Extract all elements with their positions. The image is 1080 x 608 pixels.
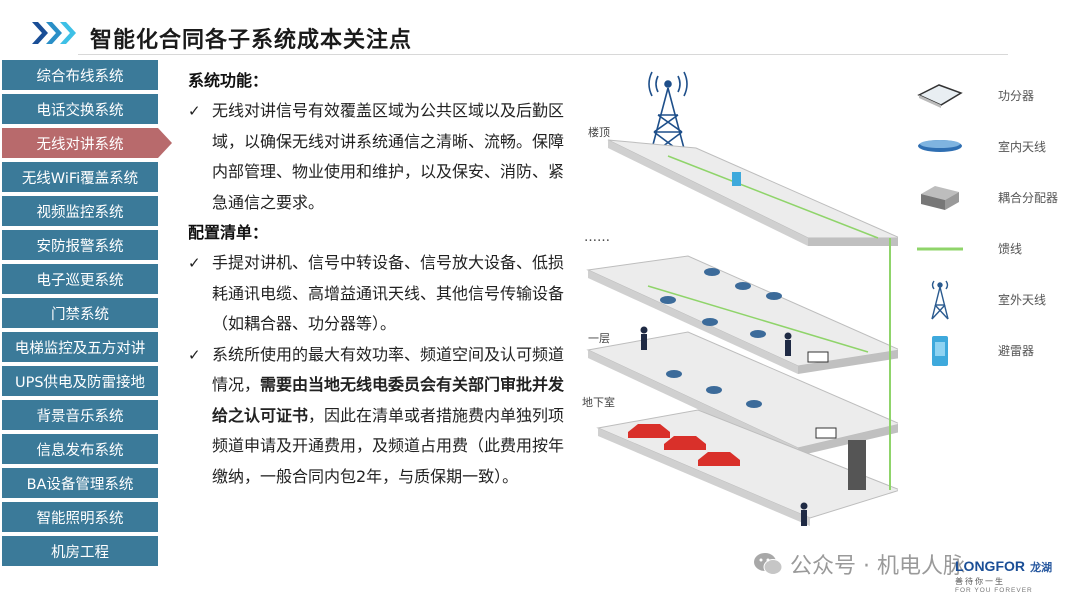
sidebar-item-access[interactable]: 门禁系统 [2, 298, 158, 328]
first-floor [586, 255, 902, 374]
company-logo: LONGFOR 龙湖 善待你一生 FOR YOU FOREVER [955, 556, 1065, 594]
page-title: 智能化合同各子系统成本关注点 [90, 28, 413, 53]
coupler-icon [921, 185, 959, 210]
legend-item-outdoor-antenna: 室外天线 [910, 274, 1070, 325]
car-icon [664, 436, 706, 450]
function-bullet: ✓ 无线对讲信号有效覆盖区域为公共区域以及后勤区域，以确保无线对讲系统通信之清晰… [188, 96, 578, 218]
config-heading: 配置清单： [188, 223, 269, 242]
floor-label-roof: 楼顶 [588, 126, 610, 139]
roof-floor [607, 139, 901, 246]
chevrons-icon [32, 22, 76, 44]
sidebar-item-telephone[interactable]: 电话交换系统 [2, 94, 158, 124]
car-icon [628, 424, 670, 438]
wechat-icon [754, 553, 783, 575]
floor-label-basement: 地下室 [582, 396, 615, 409]
legend-item-arrester: 避雷器 [910, 325, 1070, 376]
sidebar-item-cctv[interactable]: 视频监控系统 [2, 196, 158, 226]
legend-item-splitter: 功分器 [910, 70, 1070, 121]
sidebar-nav: 综合布线系统 电话交换系统 无线对讲系统 无线WiFi覆盖系统 视频监控系统 安… [2, 60, 172, 570]
page-header: 智能化合同各子系统成本关注点 [0, 0, 1080, 56]
function-text: 无线对讲信号有效覆盖区域为公共区域以及后勤区域，以确保无线对讲系统通信之清晰、流… [212, 101, 565, 212]
sidebar-item-alarm[interactable]: 安防报警系统 [2, 230, 158, 260]
outdoor-tower-icon [648, 71, 688, 157]
sidebar-item-patrol[interactable]: 电子巡更系统 [2, 264, 158, 294]
splitter-icon [917, 83, 963, 108]
sidebar-item-ba[interactable]: BA设备管理系统 [2, 468, 158, 498]
legend-item-indoor-antenna: 室内天线 [910, 121, 1070, 172]
sidebar-item-info[interactable]: 信息发布系统 [2, 434, 158, 464]
sidebar-item-wifi[interactable]: 无线WiFi覆盖系统 [2, 162, 158, 192]
sidebar-item-wireless-intercom[interactable]: 无线对讲系统 [2, 128, 172, 158]
config-bullet: ✓ 手提对讲机、信号中转设备、信号放大设备、低损耗通讯电缆、高增益通讯天线、其他… [188, 248, 578, 340]
main-content: 系统功能： ✓ 无线对讲信号有效覆盖区域为公共区域以及后勤区域，以确保无线对讲系… [188, 66, 578, 492]
outdoor-antenna-icon [931, 280, 949, 319]
logo-slogan: 善待你一生 [955, 577, 1005, 586]
sidebar-item-cabling[interactable]: 综合布线系统 [2, 60, 158, 90]
header-divider [78, 54, 1008, 55]
logo-slogan-en: FOR YOU FOREVER [955, 587, 1033, 594]
ellipsis: …… [584, 230, 610, 245]
sidebar-item-elevator[interactable]: 电梯监控及五方对讲 [2, 332, 158, 362]
function-heading: 系统功能： [188, 71, 269, 90]
lightning-arrester-icon [932, 335, 948, 366]
car-icon [698, 452, 740, 466]
indoor-antenna-icon [918, 139, 962, 152]
note-text-b: ，因此在清单或者措施费内单独列项频道申请及开通费用，及频道占用费（此费用按年缴纳… [212, 405, 565, 486]
legend-item-coupler: 耦合分配器 [910, 172, 1070, 223]
check-icon: ✓ [188, 345, 201, 364]
legend-item-feeder: 馈线 [910, 223, 1070, 274]
config-text: 手提对讲机、信号中转设备、信号放大设备、低损耗通讯电缆、高增益通讯天线、其他信号… [212, 253, 565, 333]
building-diagram-svg [586, 71, 902, 526]
building-diagram: 楼顶 …… 一层 地下室 [578, 60, 902, 540]
check-icon: ✓ [188, 254, 201, 272]
watermark: 公众号 · 机电人脉 [752, 548, 965, 580]
person-icon [640, 326, 808, 526]
logo-en: LONGFOR [955, 558, 1025, 574]
sidebar-item-machine-room[interactable]: 机房工程 [2, 536, 158, 566]
note-text-a: 系统所使用的最大有效功率、频道空间及认可频道情况， [212, 344, 565, 395]
note-text-bold: 需要由当地无线电委员会有关部门审批并发给之认可证书 [212, 375, 565, 425]
floor-label-first: 一层 [588, 332, 610, 345]
note-text: 系统所使用的最大有效功率、频道空间及认可频道情况，需要由当地无线电委员会有关部门… [212, 340, 578, 493]
note-bullet: ✓ 系统所使用的最大有效功率、频道空间及认可频道情况，需要由当地无线电委员会有关… [188, 340, 578, 493]
sidebar-item-ups[interactable]: UPS供电及防雷接地 [2, 366, 158, 396]
sidebar-item-lighting[interactable]: 智能照明系统 [2, 502, 158, 532]
feeder-line-icon [917, 247, 963, 250]
legend: 功分器 室内天线 耦合分配器 馈线 室外天线 避雷器 [910, 70, 1070, 376]
check-icon: ✓ [188, 102, 201, 120]
logo-zh: 龙湖 [1030, 561, 1053, 574]
sidebar-item-music[interactable]: 背景音乐系统 [2, 400, 158, 430]
watermark-text: 公众号 · 机电人脉 [790, 554, 965, 579]
